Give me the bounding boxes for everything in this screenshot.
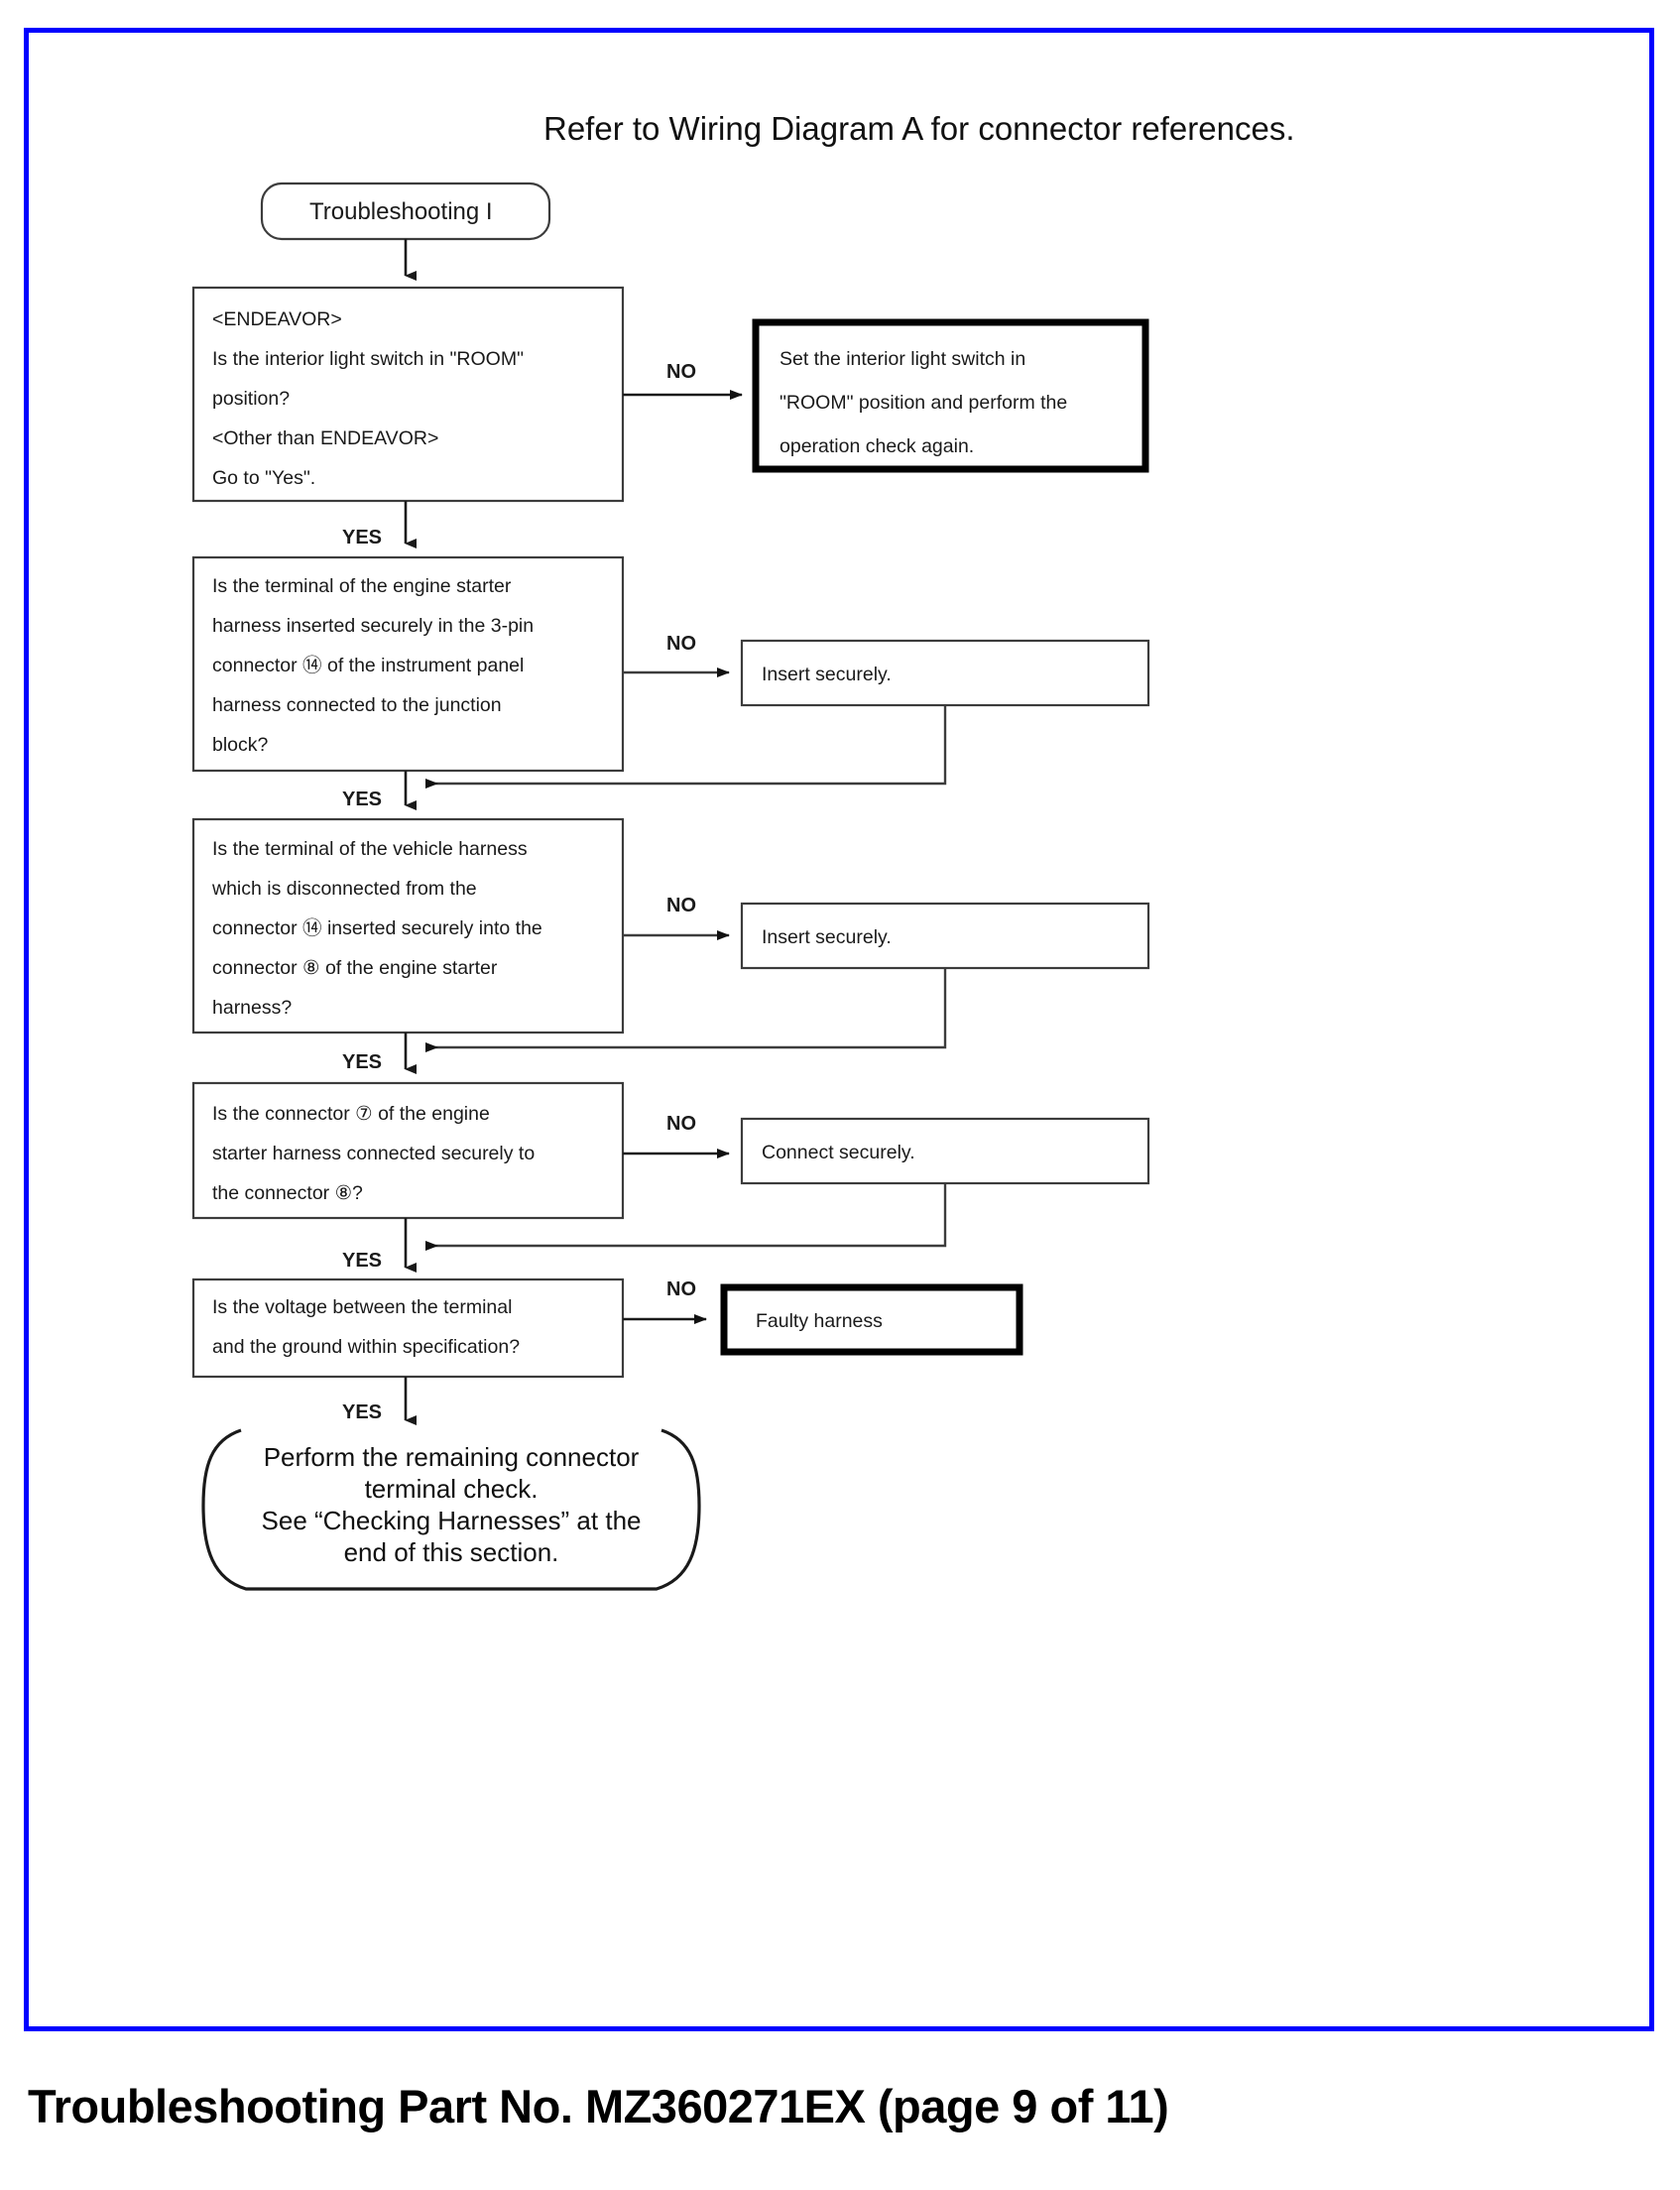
step-1-box-shape <box>191 286 625 503</box>
action-4-box: Connect securely. <box>740 1117 1150 1185</box>
step-3-line-5: harness? <box>212 997 292 1019</box>
end-terminator: Perform the remaining connector terminal… <box>201 1428 701 1591</box>
action-2-box-shape <box>740 639 1150 707</box>
step-2-no-label: NO <box>666 633 696 655</box>
step-3-line-1: Is the terminal of the vehicle harness <box>212 838 528 860</box>
step-5-no-label: NO <box>666 1278 696 1300</box>
step-4-line-2: starter harness connected securely to <box>212 1143 535 1164</box>
action-1-line-1: Set the interior light switch in <box>780 348 1025 370</box>
step-1-line-1: <ENDEAVOR> <box>212 308 342 330</box>
end-terminator-line-2: terminal check. <box>365 1474 539 1504</box>
step-2-box-shape <box>191 555 625 773</box>
step-1-question-box: <ENDEAVOR> Is the interior light switch … <box>191 286 625 503</box>
step-5-box-shape <box>191 1278 625 1379</box>
step-4-question-box: Is the connector ⑦ of the engine starter… <box>191 1081 625 1220</box>
start-terminator-label: Troubleshooting I <box>309 198 493 225</box>
step-2-line-2: harness inserted securely in the 3-pin <box>212 615 534 637</box>
action-2-box: Insert securely. <box>740 639 1150 707</box>
troubleshooting-flowchart: Refer to Wiring Diagram A for connector … <box>191 110 1295 1591</box>
start-terminator: Troubleshooting I <box>260 182 551 241</box>
end-terminator-line-1: Perform the remaining connector <box>264 1442 640 1472</box>
step-4-no-label: NO <box>666 1113 696 1135</box>
step-2-question-box: Is the terminal of the engine starter ha… <box>191 555 625 773</box>
wiring-diagram-note: Refer to Wiring Diagram A for connector … <box>543 110 1295 147</box>
end-terminator-shape <box>201 1428 701 1591</box>
action-5-box: Faulty harness <box>720 1283 1023 1356</box>
step-4-line-3: the connector ⑧? <box>212 1182 363 1204</box>
step-3-yes-label: YES <box>342 1051 382 1073</box>
step-1-yes-label: YES <box>342 527 382 548</box>
step-5-yes-label: YES <box>342 1401 382 1423</box>
step-4-yes-label: YES <box>342 1250 382 1272</box>
step-5-line-1: Is the voltage between the terminal <box>212 1296 512 1318</box>
action-2-line-1: Insert securely. <box>762 664 892 685</box>
step-2-line-4: harness connected to the junction <box>212 694 502 716</box>
step-3-line-2: which is disconnected from the <box>211 878 477 900</box>
step-3-no-label: NO <box>666 895 696 916</box>
step-1-no-label: NO <box>666 361 696 383</box>
page-footer: Troubleshooting Part No. MZ360271EX (pag… <box>28 2080 1169 2132</box>
action-4-line-1: Connect securely. <box>762 1142 915 1163</box>
action-3-line-1: Insert securely. <box>762 926 892 948</box>
step-5-line-2: and the ground within specification? <box>212 1336 520 1358</box>
step-3-line-3: connector ⑭ inserted securely into the <box>212 917 542 939</box>
step-3-box-shape <box>191 817 625 1034</box>
end-terminator-line-3: See “Checking Harnesses” at the <box>262 1506 642 1535</box>
step-3-line-4: connector ⑧ of the engine starter <box>212 957 498 979</box>
action-5-box-shape <box>720 1283 1023 1356</box>
action-1-line-3: operation check again. <box>780 435 974 457</box>
step-2-line-3: connector ⑭ of the instrument panel <box>212 655 524 676</box>
step-2-line-5: block? <box>212 734 269 756</box>
step-2-line-1: Is the terminal of the engine starter <box>212 575 512 597</box>
step-3-question-box: Is the terminal of the vehicle harness w… <box>191 817 625 1034</box>
action-1-box-shape <box>752 318 1149 473</box>
action-5-line-1: Faulty harness <box>756 1310 883 1332</box>
step-5-question-box: Is the voltage between the terminal and … <box>191 1278 625 1379</box>
step-1-line-5: Go to "Yes". <box>212 467 315 489</box>
connector-action-2-return <box>425 705 947 789</box>
step-2-yes-label: YES <box>342 789 382 810</box>
action-4-box-shape <box>740 1117 1150 1185</box>
action-1-line-2: "ROOM" position and perform the <box>780 392 1067 414</box>
step-4-line-1: Is the connector ⑦ of the engine <box>212 1103 490 1125</box>
action-3-box: Insert securely. <box>740 902 1150 970</box>
action-1-box: Set the interior light switch in "ROOM" … <box>752 318 1149 473</box>
step-1-line-4: <Other than ENDEAVOR> <box>212 427 438 449</box>
action-3-box-shape <box>740 902 1150 970</box>
connector-action-3-return <box>425 968 947 1052</box>
step-4-box-shape <box>191 1081 625 1220</box>
connector-action-4-return <box>425 1183 947 1251</box>
step-1-line-2: Is the interior light switch in "ROOM" <box>212 348 524 370</box>
step-1-line-3: position? <box>212 388 290 410</box>
end-terminator-line-4: end of this section. <box>344 1537 559 1567</box>
